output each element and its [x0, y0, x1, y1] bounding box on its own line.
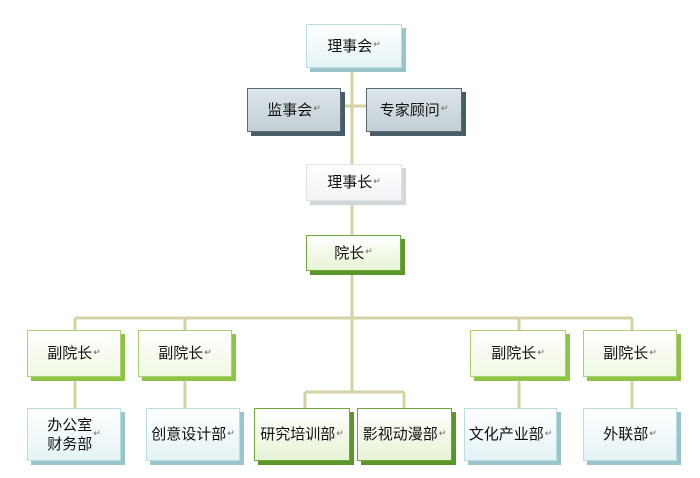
paragraph-mark: ↵: [373, 40, 381, 51]
node-council-label: 理事会: [327, 36, 373, 55]
paragraph-mark: ↵: [227, 428, 235, 439]
node-vp1: 副院长↵: [27, 330, 121, 377]
node-vp3: 副院长↵: [470, 330, 566, 377]
node-research-label: 研究培训部: [260, 425, 336, 444]
paragraph-mark: ↵: [373, 176, 381, 187]
paragraph-mark: ↵: [440, 104, 449, 115]
node-office-finance-label: 办公室 财务部: [47, 415, 93, 453]
paragraph-mark: ↵: [438, 428, 447, 439]
node-culture-industry-label: 文化产业部: [468, 425, 544, 444]
node-design-label: 创意设计部: [151, 425, 227, 444]
paragraph-mark: ↵: [336, 428, 344, 439]
node-president: 院长↵: [306, 235, 401, 271]
node-supervisors: 监事会↵: [247, 88, 341, 132]
node-vp2: 副院长↵: [138, 330, 232, 377]
node-chairman-label: 理事长: [327, 173, 373, 192]
paragraph-mark: ↵: [649, 428, 657, 439]
node-vp4-label: 副院长: [603, 344, 649, 363]
paragraph-mark: ↵: [93, 428, 101, 439]
paragraph-mark: ↵: [313, 104, 321, 115]
node-chairman: 理事长↵: [306, 164, 402, 201]
node-office-finance: 办公室 财务部↵: [27, 408, 121, 461]
node-research: 研究培训部↵: [254, 408, 350, 461]
paragraph-mark: ↵: [93, 347, 101, 358]
node-animation: 影视动漫部↵: [357, 408, 452, 461]
node-liaison: 外联部↵: [583, 408, 677, 461]
node-vp4: 副院长↵: [583, 330, 677, 377]
node-experts: 专家顾问↵: [366, 88, 462, 132]
node-experts-label: 专家顾问: [379, 100, 440, 119]
node-vp3-label: 副院长: [491, 344, 537, 363]
node-design: 创意设计部↵: [146, 408, 240, 461]
node-animation-label: 影视动漫部: [362, 425, 438, 444]
node-culture-industry: 文化产业部↵: [464, 408, 557, 461]
node-council: 理事会↵: [306, 24, 402, 68]
node-president-label: 院长: [334, 243, 365, 262]
node-vp1-label: 副院长: [47, 344, 93, 363]
paragraph-mark: ↵: [649, 347, 657, 358]
node-vp2-label: 副院长: [158, 344, 204, 363]
paragraph-mark: ↵: [204, 347, 212, 358]
paragraph-mark: ↵: [544, 428, 553, 439]
paragraph-mark: ↵: [365, 247, 373, 258]
node-supervisors-label: 监事会: [267, 100, 313, 119]
paragraph-mark: ↵: [537, 347, 545, 358]
node-liaison-label: 外联部: [603, 425, 649, 444]
